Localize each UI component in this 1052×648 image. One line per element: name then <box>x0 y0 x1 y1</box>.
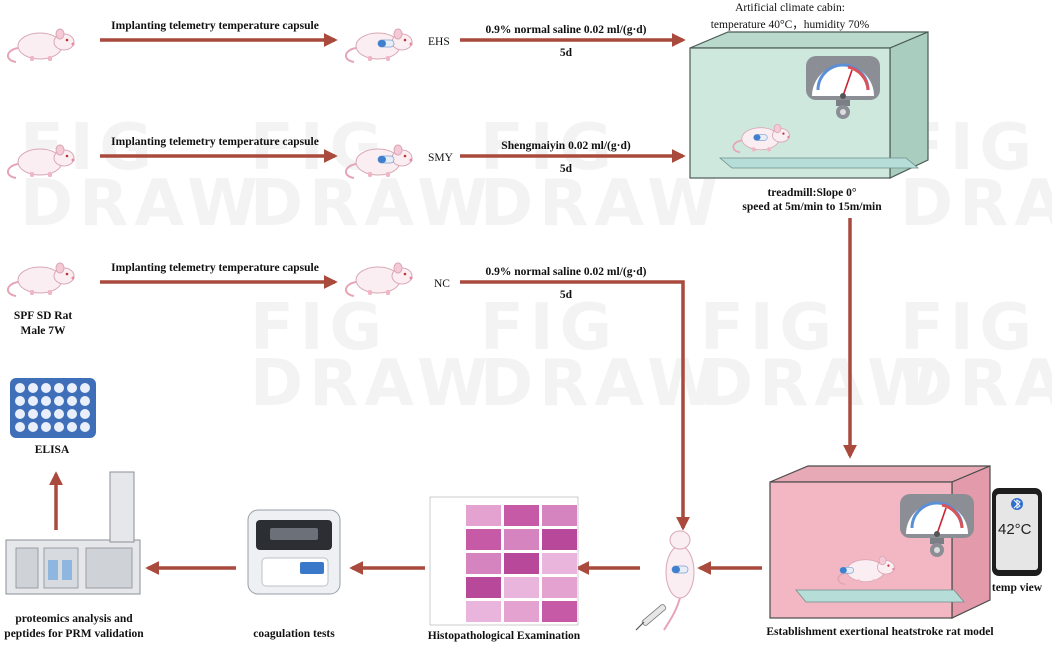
elisa-well <box>15 422 25 432</box>
elisa-well <box>15 383 25 393</box>
treadmill-line2: speed at 5m/min to 15m/min <box>742 201 882 213</box>
histology-tile <box>466 601 501 622</box>
rat-with-capsule-icon <box>344 144 414 179</box>
elisa-well <box>15 409 25 419</box>
histology-tile <box>542 577 577 598</box>
histology-tile <box>542 553 577 574</box>
rat-with-capsule-icon <box>344 262 414 297</box>
climate-cabin-icon <box>689 31 929 179</box>
histology-tile <box>466 529 501 550</box>
rat-info-line1: SPF SD Rat <box>13 310 73 322</box>
elisa-caption: ELISA <box>34 444 70 456</box>
elisa-well <box>54 422 64 432</box>
elisa-plate-icon <box>10 378 96 438</box>
histology-tile <box>466 505 501 526</box>
elisa-well <box>67 396 77 406</box>
elisa-well <box>80 422 90 432</box>
histology-tile <box>504 505 539 526</box>
mass-spectrometer-icon <box>5 471 141 595</box>
rat-info-line2: Male 7W <box>20 325 66 337</box>
model-caption: Establishment exertional heatstroke rat … <box>766 626 994 638</box>
histology-tile <box>542 601 577 622</box>
histology-tile <box>504 553 539 574</box>
histology-tile <box>466 577 501 598</box>
elisa-well <box>28 422 38 432</box>
elisa-well <box>41 409 51 419</box>
ehs-treatment-label: 0.9% normal saline 0.02 ml/(g·d) <box>485 24 647 36</box>
elisa-well <box>80 383 90 393</box>
heatstroke-model-box <box>769 465 991 619</box>
smy-group-code: SMY <box>428 152 453 164</box>
ehs-group-code: EHS <box>428 36 450 48</box>
histology-tile <box>504 577 539 598</box>
nc-duration-label: 5d <box>559 289 573 301</box>
smy-duration-label: 5d <box>559 163 573 175</box>
elisa-well <box>41 383 51 393</box>
rat-icon <box>6 262 76 297</box>
cabin-title-line2: temperature 40°C，humidity 70% <box>710 19 870 31</box>
proteomics-caption-line1: proteomics analysis and <box>15 613 133 625</box>
histology-tile <box>504 601 539 622</box>
rat-syringe-icon <box>635 530 695 631</box>
elisa-well <box>54 409 64 419</box>
temp-reading: 42°C <box>998 521 1032 538</box>
rat-icon <box>6 144 76 179</box>
phone-icon <box>992 488 1042 576</box>
nc-treatment-label: 0.9% normal saline 0.02 ml/(g·d) <box>485 266 647 278</box>
histology-tile <box>542 505 577 526</box>
treadmill-line1: treadmill:Slope 0° <box>767 187 857 199</box>
histo-caption: Histopathological Examination <box>427 630 581 642</box>
elisa-well <box>28 396 38 406</box>
smy-step1-label: Implanting telemetry temperature capsule <box>111 136 319 148</box>
cabin-title-line1: Artificial climate cabin: <box>735 2 845 14</box>
rat-icon <box>6 28 76 63</box>
elisa-well <box>67 383 77 393</box>
temp-view-caption: temp view <box>991 582 1043 594</box>
elisa-well <box>41 396 51 406</box>
elisa-well <box>28 409 38 419</box>
arrow-nc-2 <box>460 280 690 531</box>
ehs-duration-label: 5d <box>559 47 573 59</box>
histology-panel <box>429 496 579 626</box>
ehs-step1-label: Implanting telemetry temperature capsule <box>111 20 319 32</box>
coagulation-analyzer-icon <box>247 509 341 595</box>
elisa-well <box>41 422 51 432</box>
nc-step1-label: Implanting telemetry temperature capsule <box>111 262 319 274</box>
nc-group-code: NC <box>434 278 450 290</box>
elisa-well <box>67 409 77 419</box>
proteomics-caption-line2: peptides for PRM validation <box>4 628 144 640</box>
elisa-well <box>80 396 90 406</box>
smy-treatment-label: Shengmaiyin 0.02 ml/(g·d) <box>501 140 631 152</box>
elisa-well <box>15 396 25 406</box>
elisa-well <box>54 396 64 406</box>
elisa-well <box>67 422 77 432</box>
histology-tile <box>504 529 539 550</box>
elisa-well <box>54 383 64 393</box>
elisa-well <box>80 409 90 419</box>
rat-with-capsule-icon <box>344 28 414 63</box>
coag-caption: coagulation tests <box>253 628 335 640</box>
histology-tile <box>542 529 577 550</box>
elisa-well <box>28 383 38 393</box>
histology-tile <box>466 553 501 574</box>
